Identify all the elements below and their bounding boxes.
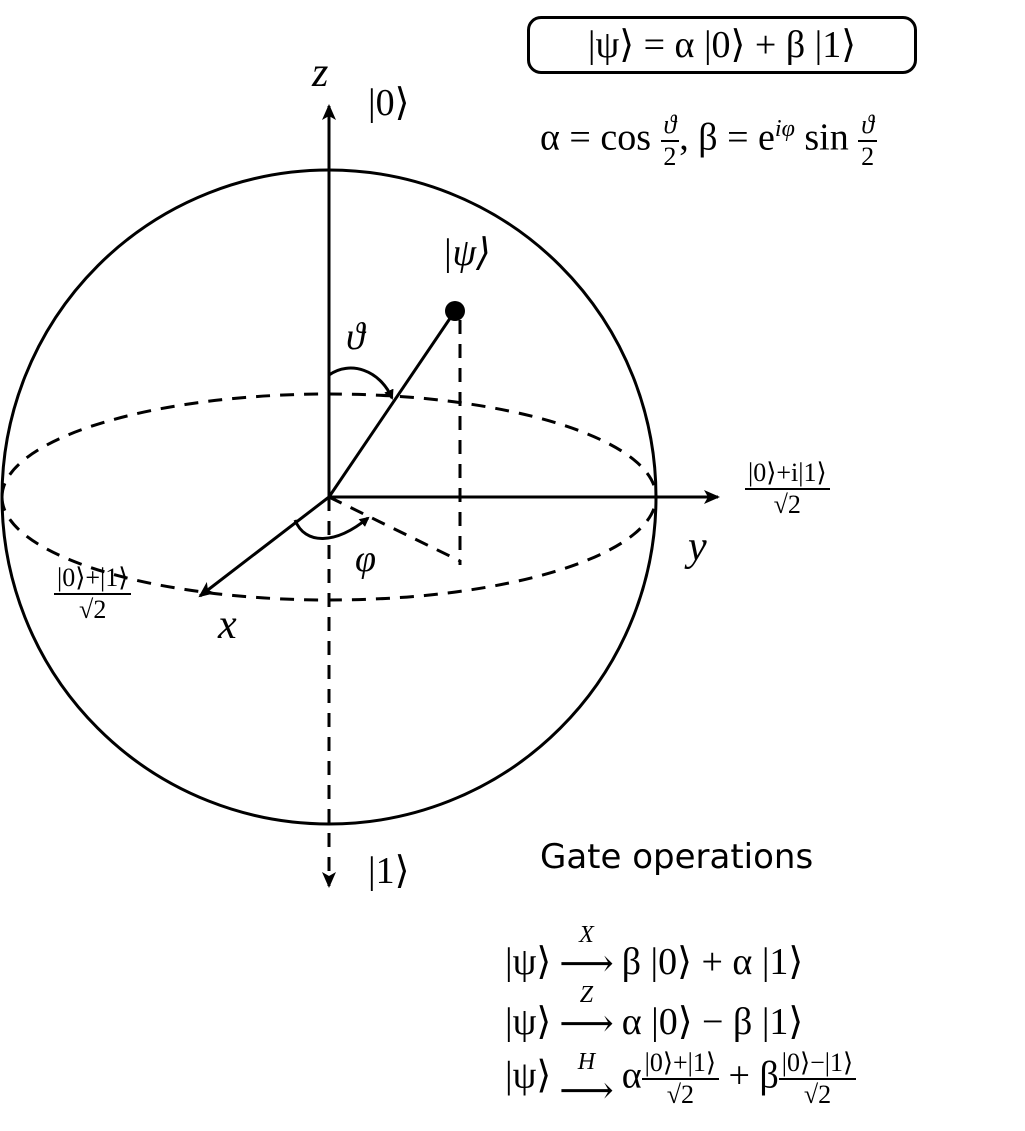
gate-lhs: |ψ⟩ <box>505 1054 552 1097</box>
arrow-icon: ⟶ <box>559 1002 614 1045</box>
y-axis-label: y <box>688 524 707 570</box>
frac-den: √2 <box>79 595 107 624</box>
beta-definition: , β = e <box>679 116 775 159</box>
gate-label: H <box>577 1049 596 1076</box>
frac-den: √2 <box>803 1080 832 1109</box>
frac-den: √2 <box>666 1080 694 1109</box>
gate-label: X <box>579 922 594 948</box>
phi-arc <box>293 516 370 540</box>
gate-row-x: |ψ⟩ X⟶β |0⟩ + α |1⟩ <box>505 922 804 985</box>
gate-lhs: |ψ⟩ <box>505 1000 552 1043</box>
gate-row-z: |ψ⟩ Z⟶α |0⟩ − β |1⟩ <box>505 982 804 1045</box>
frac-den: 2 <box>663 142 677 171</box>
frac-num: |0⟩+|1⟩ <box>54 565 132 595</box>
state-vector-label: |ψ⟩ <box>442 232 491 274</box>
x-axis-label: x <box>218 602 237 648</box>
beta-exponent: iφ <box>774 116 795 143</box>
theta-arc <box>328 366 394 400</box>
state-vector <box>327 310 457 498</box>
arrow-icon: ⟶ <box>559 942 614 985</box>
theta-label: ϑ <box>346 316 365 358</box>
frac-num: |0⟩−|1⟩ <box>778 1050 857 1080</box>
gate-rhs: + β <box>719 1054 779 1097</box>
gate-rhs: α <box>621 1054 642 1097</box>
x-state-label: |0⟩+|1⟩√2 <box>54 565 132 624</box>
gate-row-h: |ψ⟩H⟶α|0⟩+|1⟩√2 + β|0⟩−|1⟩√2 <box>505 1049 857 1112</box>
z-axis-label: z <box>312 50 329 96</box>
x-axis <box>198 495 330 598</box>
gate-label: Z <box>579 982 594 1008</box>
state-point <box>445 301 465 321</box>
gate-rhs: β |0⟩ + α |1⟩ <box>621 940 804 983</box>
arrow-icon: ⟶ <box>559 1069 614 1112</box>
one-ket-label: |1⟩ <box>368 850 410 892</box>
state-equation-box: |ψ⟩ = α |0⟩ + β |1⟩ <box>527 16 917 74</box>
gate-lhs: |ψ⟩ <box>505 940 552 983</box>
alpha-definition: α = cos <box>540 116 651 159</box>
frac-den: √2 <box>773 490 801 519</box>
phi-label: φ <box>355 538 377 580</box>
gate-operations-title: Gate operations <box>540 837 814 877</box>
state-equation: |ψ⟩ = α |0⟩ + β |1⟩ <box>587 24 857 66</box>
frac-den: 2 <box>861 142 875 171</box>
frac-num: |0⟩+i|1⟩ <box>745 460 830 490</box>
frac-num: ϑ <box>858 112 877 142</box>
gate-rhs: α |0⟩ − β |1⟩ <box>621 1000 804 1043</box>
sin-term: sin <box>794 116 849 159</box>
projection-equatorial <box>328 495 461 563</box>
zero-ket-label: |0⟩ <box>368 82 410 124</box>
y-state-label: |0⟩+i|1⟩√2 <box>745 460 830 518</box>
frac-num: ϑ <box>660 112 680 142</box>
frac-num: |0⟩+|1⟩ <box>641 1050 720 1080</box>
